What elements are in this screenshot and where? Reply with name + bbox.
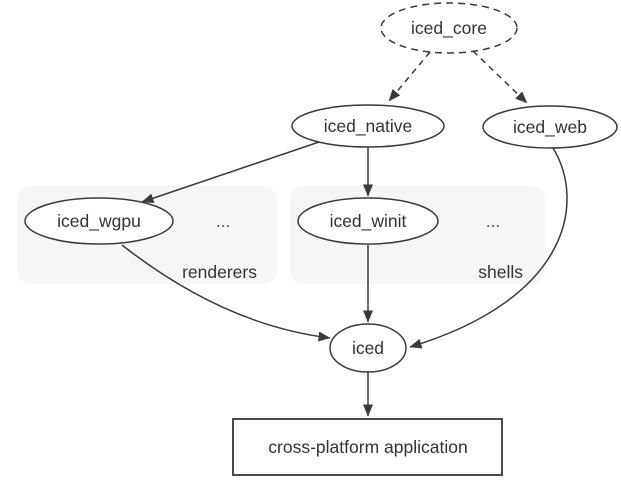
node-app-shape <box>232 418 503 476</box>
node-iced-web-label: iced_web <box>513 117 587 138</box>
shells-ellipsis: ... <box>486 211 501 231</box>
node-iced-wgpu-shape <box>24 197 174 245</box>
edge-iced_core-iced_native <box>388 51 431 102</box>
node-app-label: cross-platform application <box>268 437 467 457</box>
node-iced-shape <box>329 323 407 373</box>
node-iced-core-shape <box>380 2 518 54</box>
node-iced-wgpu-label: iced_wgpu <box>57 211 141 232</box>
node-iced-winit-shape <box>297 197 439 245</box>
node-iced-label: iced <box>352 338 384 358</box>
renderers-group-label: renderers <box>182 262 257 282</box>
node-iced-core-label: iced_core <box>411 18 487 39</box>
node-iced-native-shape <box>291 104 445 148</box>
edge-iced_wgpu-iced <box>121 244 331 342</box>
edge-iced_core-iced_web <box>472 50 528 104</box>
node-iced-web-shape <box>482 105 618 149</box>
renderers-ellipsis: ... <box>216 211 231 231</box>
edge-iced_native-iced_wgpu <box>141 141 320 204</box>
node-iced-winit-label: iced_winit <box>330 211 407 232</box>
edge-iced_web-iced <box>409 147 568 349</box>
shells-group-label: shells <box>478 262 523 282</box>
node-iced-native-label: iced_native <box>324 116 413 137</box>
